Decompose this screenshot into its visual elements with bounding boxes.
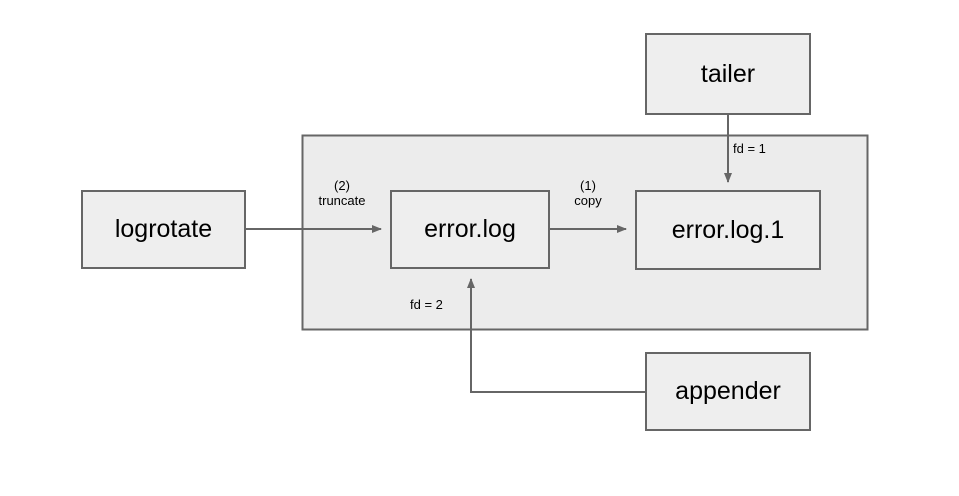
node-box-logrotate[interactable] xyxy=(81,190,246,269)
node-box-tailer[interactable] xyxy=(645,33,811,115)
node-box-appender[interactable] xyxy=(645,352,811,431)
edge-path-appender-fd xyxy=(467,278,645,393)
node-box-error-log-1[interactable] xyxy=(635,190,821,270)
node-box-error-log[interactable] xyxy=(390,190,550,269)
